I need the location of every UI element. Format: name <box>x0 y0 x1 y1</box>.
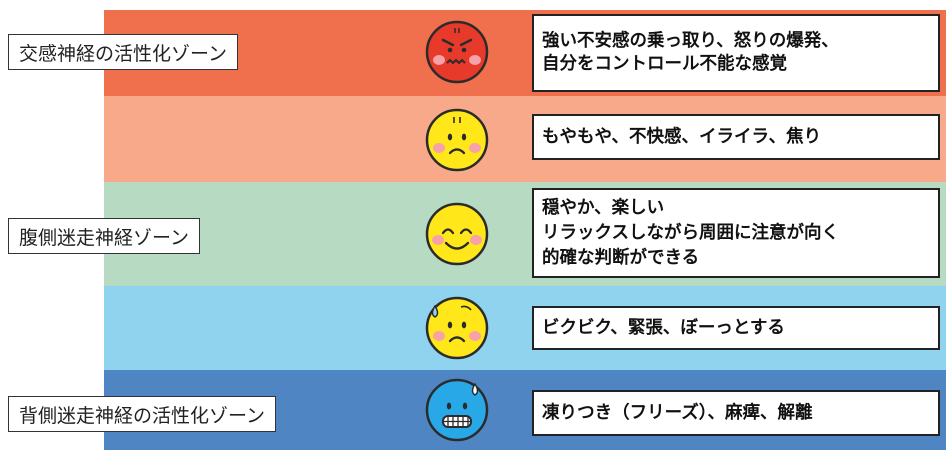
state-description-line: もやもや、不快感、イライラ、焦り <box>542 126 822 147</box>
state-description-3: 穏やか、楽しい リラックスしながら周囲に注意が向く 的確な判断ができる <box>532 188 940 278</box>
state-description-2: もやもや、不快感、イライラ、焦り <box>532 114 940 160</box>
worried-face-icon <box>425 108 489 172</box>
state-description-line: 自分をコントロール不能な感覚 <box>542 54 787 74</box>
angry-face-icon <box>425 20 489 84</box>
smiling-face-icon <box>425 202 489 266</box>
state-description-line: 穏やか、楽しい <box>542 197 665 218</box>
zone-label-dorsal: 背側迷走神経の活性化ゾーン <box>8 396 277 432</box>
nervous-face-icon <box>425 296 489 360</box>
zone-label-ventral: 腹側迷走神経ゾーン <box>8 218 201 254</box>
state-description-line: 的確な判断ができる <box>542 247 700 268</box>
frozen-face-icon <box>425 378 489 442</box>
state-description-line: ビクビク、緊張、ぼーっとする <box>542 317 785 338</box>
state-description-line: リラックスしながら周囲に注意が向く <box>542 222 839 243</box>
state-description-4: ビクビク、緊張、ぼーっとする <box>532 306 940 350</box>
state-description-1: 強い不安感の乗っ取り、怒りの爆発、 自分をコントロール不能な感覚 <box>532 14 940 92</box>
state-description-5: 凍りつき（フリーズ）、麻痺、解離 <box>532 390 940 436</box>
state-description-line: 強い不安感の乗っ取り、怒りの爆発、 <box>542 31 839 51</box>
zone-label-sympathetic: 交感神経の活性化ゾーン <box>8 34 239 70</box>
state-description-line: 凍りつき（フリーズ）、麻痺、解離 <box>542 402 813 423</box>
